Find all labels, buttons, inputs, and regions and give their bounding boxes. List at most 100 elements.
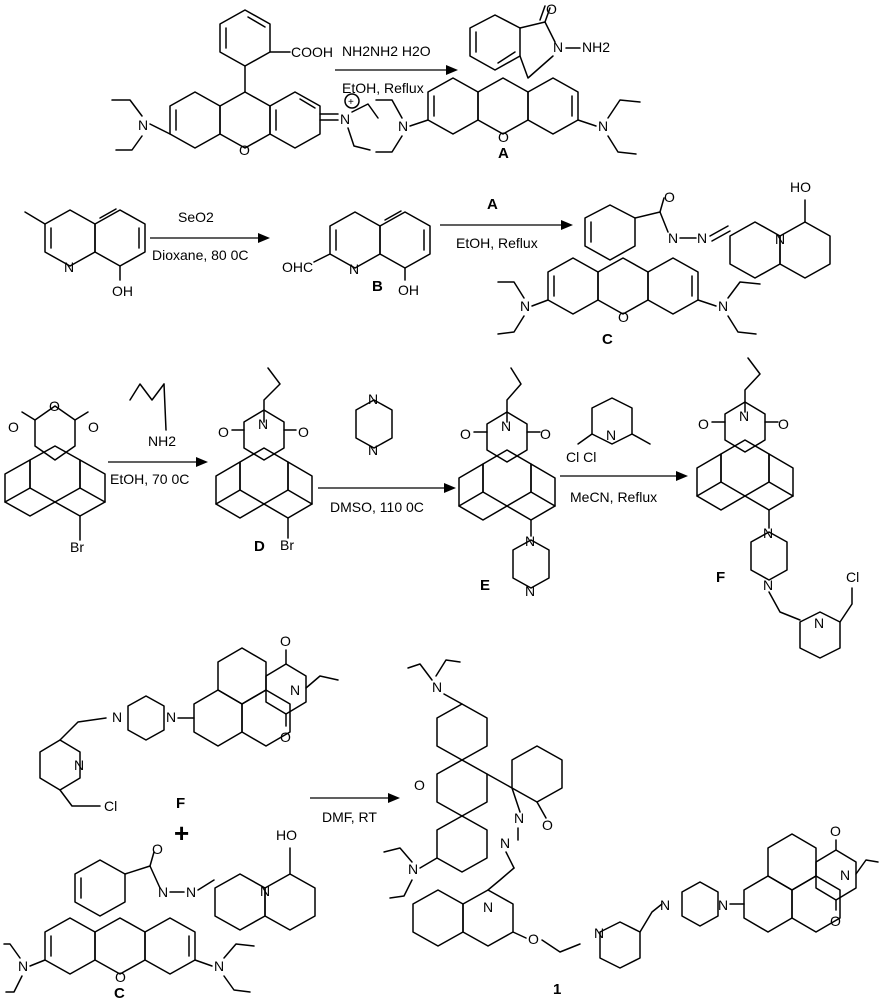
iminium-charge: + xyxy=(348,97,354,108)
quinoline-n-b: N xyxy=(349,261,359,277)
a-carbonyl-o: O xyxy=(546,1,557,17)
d-imide-o-right: O xyxy=(298,424,309,440)
oh-label-1: OH xyxy=(112,283,133,299)
p-carbonyl-o: O xyxy=(542,817,553,833)
c2-quinoline-n: N xyxy=(260,883,270,899)
f-piperazine-n-top: N xyxy=(763,525,773,541)
reagent-2-bottom: Dioxane, 80 0C xyxy=(152,247,249,263)
f2-pyridine-n: N xyxy=(74,757,84,773)
c2-ho-label: HO xyxy=(276,827,297,843)
c-amine-n-left: N xyxy=(520,298,530,314)
amine-n-left: N xyxy=(138,117,148,133)
anhydride-ring-o: O xyxy=(49,398,60,414)
a-nh2-label: NH2 xyxy=(582,39,610,55)
compound-f-reactant: N Cl N N N O O F xyxy=(39,633,339,814)
f2-imide-o-top: O xyxy=(280,633,291,649)
p-pyridine-n: N xyxy=(594,925,604,941)
p-imine-n: N xyxy=(500,835,510,851)
p-piperazine-n-left: N xyxy=(660,897,670,913)
p-amine-n-bottom: N xyxy=(408,861,418,877)
a-xanthene-o: O xyxy=(498,129,509,145)
p-imide-n: N xyxy=(840,867,850,883)
c-imine-n: N xyxy=(697,230,707,246)
compound-e-structure: N O O N N E xyxy=(458,367,556,599)
bromo-anhydride-structure: O O O Br xyxy=(4,398,106,555)
p-amine-n-top: N xyxy=(432,679,442,695)
c-carbonyl-o: O xyxy=(664,189,675,205)
c-amide-n: N xyxy=(668,230,678,246)
xanthene-o-label: O xyxy=(239,142,250,158)
c2-amine-n-left: N xyxy=(18,958,28,974)
compound-f-structure: N O O N N N Cl F xyxy=(696,357,859,659)
label-compound-d: D xyxy=(254,538,265,555)
f2-imide-o-bottom: O xyxy=(280,729,291,745)
c-amine-n-right: N xyxy=(718,298,728,314)
compound-c-structure: O N N N HO O N N C xyxy=(497,179,831,348)
quinoline-n-1: N xyxy=(64,259,74,275)
reagent-3-top: A xyxy=(487,196,498,213)
reagent-6-top: Cl Cl xyxy=(566,449,596,465)
reagent-1-bottom: EtOH, Reflux xyxy=(342,80,424,96)
label-compound-a: A xyxy=(498,145,509,162)
rhodamine-b-structure: COOH O N N + xyxy=(111,9,379,158)
reagent-1-top: NH2NH2 H2O xyxy=(342,43,431,59)
label-compound-c: C xyxy=(602,331,613,348)
f-cl-label: Cl xyxy=(846,569,859,585)
arrow-7: DMF, RT xyxy=(310,793,400,825)
label-compound-f: F xyxy=(716,569,725,586)
methylquinolinol-structure: N OH xyxy=(24,208,146,299)
reagent-5-bottom: DMSO, 110 0C xyxy=(330,499,424,515)
arrow-4: NH2 EtOH, 70 0C xyxy=(108,383,208,487)
e-piperazine-nh: N xyxy=(525,583,535,599)
oh-label-b: OH xyxy=(398,282,419,298)
plus-sign: + xyxy=(174,818,189,848)
f2-piperazine-n-right: N xyxy=(166,709,176,725)
d-imide-n: N xyxy=(258,416,268,432)
reagent-7-bottom: DMF, RT xyxy=(322,809,377,825)
anhydride-o-left: O xyxy=(8,419,19,435)
p-amide-n: N xyxy=(514,810,524,826)
arrow-1: NH2NH2 H2O EtOH, Reflux xyxy=(335,43,458,96)
label-compound-e: E xyxy=(480,577,490,594)
compound-a-structure: O N NH2 O N N A xyxy=(375,1,641,162)
arrow-2: SeO2 Dioxane, 80 0C xyxy=(150,209,270,263)
arrow-3: A EtOH, Reflux xyxy=(440,196,573,251)
reagent-4-top: NH2 xyxy=(148,433,176,449)
compound-c-reactant: O N N N HO O N N C xyxy=(3,827,316,1002)
iminium-n-label: N xyxy=(340,111,350,127)
d-imide-o-left: O xyxy=(218,424,229,440)
a-amine-n-left: N xyxy=(398,118,408,134)
label-compound-c2: C xyxy=(114,985,125,1002)
e-piperazine-n: N xyxy=(525,533,535,549)
br-label-d: Br xyxy=(280,537,294,553)
c2-amide-n: N xyxy=(158,884,168,900)
f2-cl-label: Cl xyxy=(104,798,117,814)
anhydride-o-right: O xyxy=(88,419,99,435)
c-xanthene-o: O xyxy=(618,309,629,325)
reagent-2-top: SeO2 xyxy=(178,209,214,225)
p-xanthene-o: O xyxy=(414,777,425,793)
e-imide-o-right: O xyxy=(540,426,551,442)
reagent-4-bottom: EtOH, 70 0C xyxy=(110,471,189,487)
label-product-1: 1 xyxy=(553,981,561,998)
arrow-6: N Cl Cl DMF, RT MeCN, Reflux xyxy=(560,397,688,505)
c2-amine-n-right: N xyxy=(214,958,224,974)
ohc-label: OHC xyxy=(282,259,313,275)
compound-b-structure: N OHC OH B xyxy=(282,210,431,298)
c-ho-label: HO xyxy=(790,179,811,195)
a-amide-n: N xyxy=(553,39,563,55)
f-imide-n: N xyxy=(739,408,749,424)
a-amine-n-right: N xyxy=(598,118,608,134)
br-label-1: Br xyxy=(70,539,84,555)
cooh-label: COOH xyxy=(291,44,333,60)
reagent-6-bottom-visible: MeCN, Reflux xyxy=(570,489,657,505)
label-compound-b: B xyxy=(372,278,383,295)
reagent-3-bottom: EtOH, Reflux xyxy=(456,235,538,251)
f2-imide-n: N xyxy=(290,682,300,698)
c2-xanthene-o: O xyxy=(115,969,126,985)
f-imide-o-right: O xyxy=(778,416,789,432)
c2-carbonyl-o: O xyxy=(152,841,163,857)
dichloro-pyridine-n: N xyxy=(606,427,616,443)
p-imide-o-top: O xyxy=(830,823,841,839)
